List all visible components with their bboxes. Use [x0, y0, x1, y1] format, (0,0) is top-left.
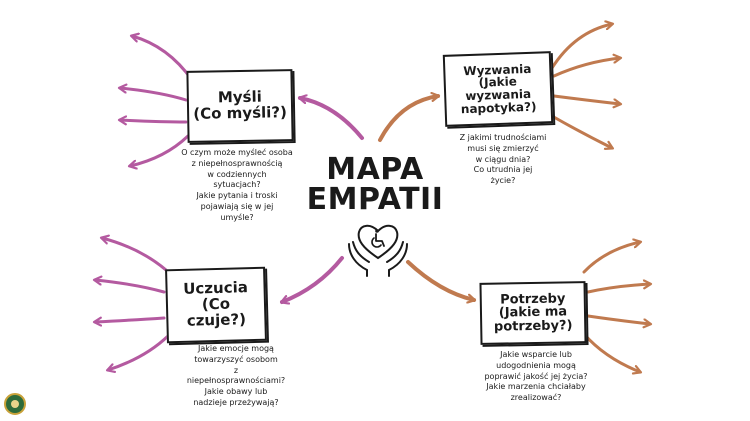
note-uczucia-line: niepełnosprawnościami? [186, 376, 286, 386]
accessibility-heart-hands-icon [348, 224, 408, 277]
node-wyzwania-line4: napotyka?) [460, 99, 537, 116]
note-uczucia-line: Jakie emocje mogą [198, 344, 274, 353]
arrow-center-to-potrzeby [406, 260, 474, 300]
arrow-mysli-out-2 [120, 88, 188, 102]
note-wyzwania-line: życie? [490, 176, 516, 186]
note-wyzwania-line: w ciągu dnia? [475, 154, 531, 164]
note-potrzeby-line: Jakie wsparcie lub [500, 350, 572, 359]
arrow-uczucia-out-2 [95, 280, 166, 294]
note-mysli-line: pojawiają się w jej [200, 201, 274, 211]
node-uczucia-line3: czuje?) [186, 310, 247, 330]
note-mysli-line: O czym może myśleć osoba [181, 148, 293, 157]
note-mysli-line: sytuacjach? [213, 180, 261, 190]
node-mysli: Myśli (Co myśli?) [186, 69, 294, 143]
note-mysli-line: umyśle? [220, 212, 254, 222]
note-potrzeby-line: poprawić jakość jej życia? [484, 371, 588, 381]
note-mysli-line: Jakie pytania i troski [196, 191, 278, 201]
diagram-title-line1: MAPA [326, 152, 424, 187]
arrow-uczucia-out-4 [108, 334, 170, 370]
note-uczucia: Jakie emocje mogą towarzyszyć osobom z n… [166, 344, 306, 409]
arrow-wyzwania-out-2 [552, 58, 620, 78]
note-uczucia-line: Jakie obawy lub [204, 387, 268, 397]
arrow-center-to-mysli [300, 98, 364, 140]
note-potrzeby-line: zrealizować? [510, 393, 562, 403]
note-wyzwania-line: Co utrudnia jej [473, 165, 533, 175]
node-wyzwania: Wyzwania (Jakie wyzwania napotyka?) [442, 51, 554, 127]
note-mysli-line: w codziennych [207, 169, 267, 179]
node-mysli-line2: (Co myśli?) [193, 103, 288, 123]
arrow-potrzeby-out-3 [586, 314, 650, 324]
arrow-potrzeby-out-2 [586, 284, 650, 294]
arrow-potrzeby-out-4 [582, 332, 640, 372]
note-wyzwania: Z jakimi trudnościami musi się zmierzyć … [440, 133, 566, 187]
arrow-center-to-uczucia [282, 256, 344, 302]
note-potrzeby-line: udogodnienia mogą [496, 360, 576, 370]
node-potrzeby-line3: potrzeby?) [493, 318, 573, 335]
note-uczucia-line: towarzyszyć osobom [194, 354, 278, 364]
arrow-wyzwania-out-3 [552, 94, 620, 104]
note-uczucia-line: nadzieje przeżywają? [193, 397, 279, 407]
arrow-mysli-out-1 [132, 36, 194, 82]
note-potrzeby-line: Jakie marzenia chciałaby [486, 382, 586, 392]
note-potrzeby: Jakie wsparcie lub udogodnienia mogą pop… [470, 350, 602, 404]
school-seal-icon [4, 393, 26, 415]
note-mysli-line: z niepełnosprawnością [191, 158, 283, 168]
diagram-title: MAPA EMPATII [305, 155, 445, 215]
arrow-wyzwania-out-1 [550, 24, 612, 70]
arrow-potrzeby-out-1 [582, 242, 640, 274]
note-wyzwania-line: musi się zmierzyć [467, 143, 539, 153]
note-uczucia-line: z [233, 365, 239, 375]
node-uczucia: Uczucia (Co czuje?) [165, 266, 267, 344]
arrow-wyzwania-out-4 [550, 114, 612, 148]
arrow-center-to-wyzwania [378, 96, 438, 142]
arrow-mysli-out-4 [130, 134, 190, 166]
arrow-uczucia-out-3 [95, 316, 166, 322]
diagram-title-line2: EMPATII [306, 182, 444, 217]
note-wyzwania-line: Z jakimi trudnościami [459, 133, 547, 142]
note-mysli: O czym może myśleć osoba z niepełnospraw… [170, 148, 304, 224]
node-potrzeby: Potrzeby (Jakie ma potrzeby?) [479, 281, 587, 345]
arrow-uczucia-out-1 [102, 238, 168, 272]
arrow-mysli-out-3 [120, 120, 188, 122]
